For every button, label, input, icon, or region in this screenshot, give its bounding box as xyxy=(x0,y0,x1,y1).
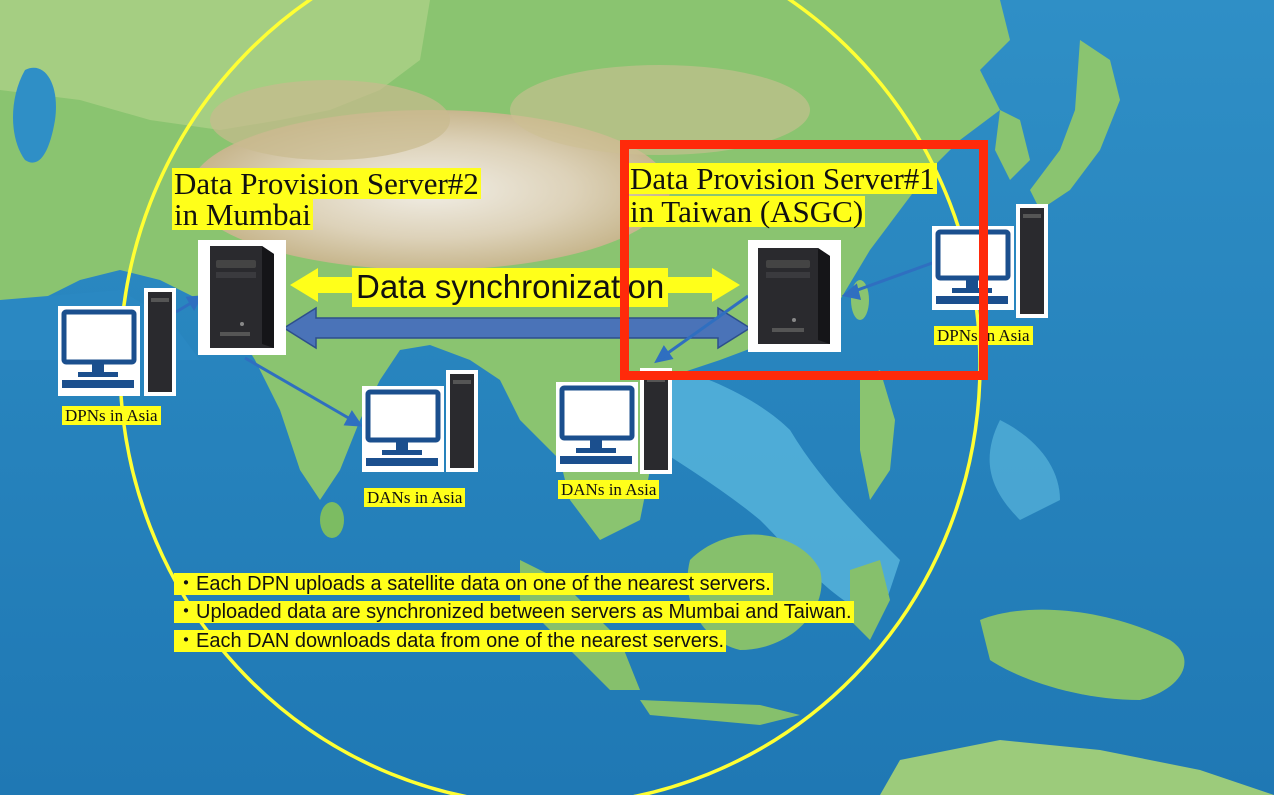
arrow-mumbai-to-dan xyxy=(244,356,353,422)
arrowhead xyxy=(654,345,674,364)
dan-right-label: DANs in Asia xyxy=(558,480,660,499)
mumbai-server-title-line2: in Mumbai xyxy=(172,197,313,232)
arrowhead xyxy=(185,295,203,312)
sync-label: Data synchronization xyxy=(352,268,669,307)
arrowhead xyxy=(841,283,862,300)
mumbai-server-title-line1: Data Provision Server#2 xyxy=(172,166,481,201)
dan-right-computer-icon xyxy=(556,368,672,474)
philippines xyxy=(860,370,895,500)
dan-center-label: DANs in Asia xyxy=(364,488,466,507)
dpn-left-label: DPNs in Asia xyxy=(62,406,161,425)
highlands xyxy=(510,65,810,155)
highlight-callout-box xyxy=(620,140,988,380)
link-arrows xyxy=(175,260,936,427)
java xyxy=(640,700,800,725)
arrow-taiwan-to-dan xyxy=(664,294,749,357)
bullet-1: ・Each DPN uploads a satellite data on on… xyxy=(174,573,773,595)
mumbai-server-icon xyxy=(198,240,286,355)
dpn-right-computer-icon xyxy=(932,204,1048,318)
korea xyxy=(995,110,1030,180)
australia xyxy=(880,740,1274,795)
arrow-dpn-right-to-taiwan xyxy=(851,260,936,294)
highlands xyxy=(210,80,450,160)
bullet-2: ・Uploaded data are synchronized between … xyxy=(174,601,854,623)
bullet-3: ・Each DAN downloads data from one of the… xyxy=(174,630,727,652)
dpn-left-computer-icon xyxy=(58,288,176,396)
dan-center-computer-icon xyxy=(362,370,478,472)
sri-lanka xyxy=(320,502,344,538)
taiwan-server-title-line1: Data Provision Server#1 xyxy=(628,161,937,196)
shelf-sea xyxy=(989,420,1060,520)
new-guinea xyxy=(980,609,1185,700)
japan xyxy=(1030,40,1120,210)
sulawesi xyxy=(850,560,890,640)
taiwan-server-icon xyxy=(748,240,841,352)
caspian-sea xyxy=(12,67,56,163)
taiwan-server-title-line2: in Taiwan (ASGC) xyxy=(628,194,866,229)
arrowhead xyxy=(343,410,363,427)
